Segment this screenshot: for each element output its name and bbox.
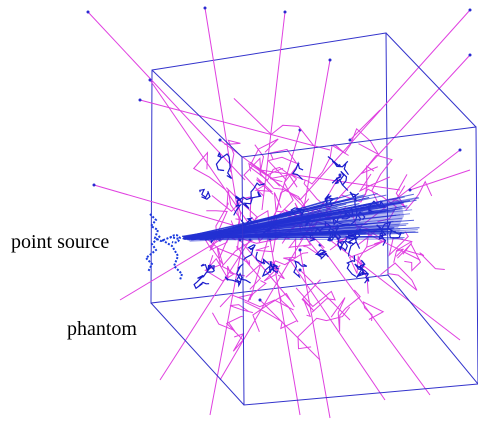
phantom-box-front-face xyxy=(150,32,478,406)
gamma-tracks xyxy=(86,6,472,419)
particle-beam xyxy=(181,193,420,242)
point-source-label: point source xyxy=(11,231,110,253)
phantom-label: phantom xyxy=(67,318,137,340)
point-source-marker xyxy=(144,213,184,281)
